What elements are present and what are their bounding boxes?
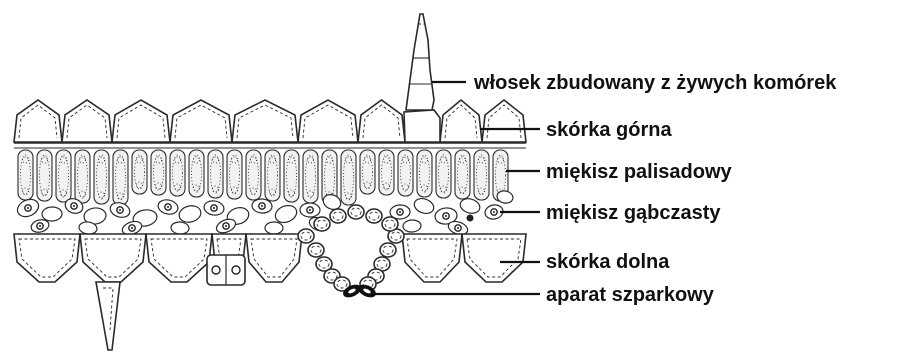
chain-cell	[348, 205, 364, 219]
upper-epidermis-cell	[14, 100, 62, 142]
nucleolus	[399, 211, 401, 213]
lower-epidermis-cell	[462, 234, 526, 282]
chain-cell	[330, 209, 346, 223]
nucleolus	[119, 209, 121, 211]
nucleolus	[39, 225, 41, 227]
upper-epidermis-cell	[112, 100, 170, 142]
spongy-cell	[177, 204, 202, 225]
chain-cell	[366, 209, 382, 223]
nucleolus	[27, 207, 29, 209]
palisade-parenchyma	[18, 150, 508, 205]
hair-base-cell	[404, 110, 440, 142]
multicellular-hair	[406, 14, 434, 110]
label-upper-epidermis: skórka górna	[546, 119, 672, 141]
label-spongy: miękisz gąbczasty	[546, 202, 721, 224]
chain-cell	[308, 243, 324, 257]
nucleolus	[493, 211, 495, 213]
lower-epidermis	[14, 234, 526, 282]
chain-cell	[314, 217, 330, 231]
nucleolus	[445, 215, 447, 217]
label-lower-epidermis: skórka dolna	[546, 251, 670, 273]
upper-epidermis-cell	[232, 100, 298, 142]
lower-epidermis-cell	[246, 234, 302, 282]
nucleolus	[73, 205, 75, 207]
lower-gland-cells	[207, 255, 245, 285]
upper-epidermis-cell	[298, 100, 358, 142]
lower-epidermis-cell	[402, 234, 462, 282]
nucleolus	[167, 206, 169, 208]
spongy-cell	[265, 222, 283, 234]
label-hair: włosek zbudowany z żywych komórek	[473, 72, 837, 94]
upper-epidermis	[14, 100, 526, 142]
nucleolus	[225, 225, 227, 227]
cuticle-lines	[14, 143, 526, 148]
upper-epidermis-cell	[170, 100, 232, 142]
spongy-cell	[171, 221, 190, 234]
lower-epidermis-cell	[14, 234, 80, 282]
spongy-cell	[412, 196, 436, 216]
label-stoma: aparat szparkowy	[546, 284, 715, 306]
lower-epidermis-cell	[80, 234, 146, 282]
chain-cell	[382, 217, 398, 231]
spongy-cell	[42, 207, 62, 222]
nucleolus	[467, 215, 474, 222]
chain-cell	[298, 229, 314, 243]
spongy-cell	[403, 219, 422, 232]
label-palisade: miękisz palisadowy	[546, 161, 733, 183]
nucleolus	[261, 205, 263, 207]
upper-epidermis-cell	[62, 100, 112, 142]
chain-cell	[380, 243, 396, 257]
nucleolus	[213, 207, 215, 209]
lower-epidermis-cell	[146, 234, 212, 282]
nucleolus	[131, 227, 133, 229]
nucleolus	[309, 209, 311, 211]
lower-hair-spike	[96, 282, 120, 350]
nucleolus	[457, 227, 459, 229]
